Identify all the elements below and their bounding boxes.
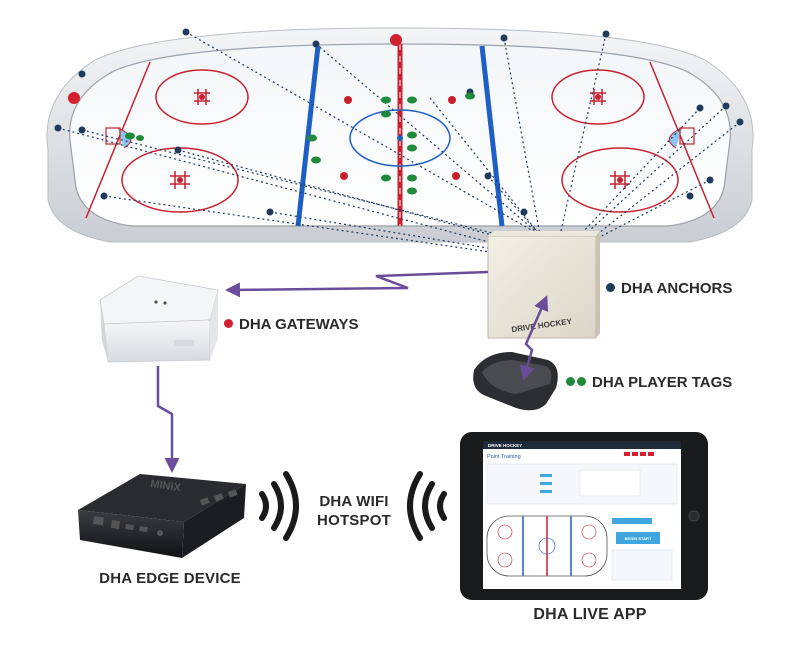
anchor-device: DRIVE HOCKEY — [487, 231, 600, 339]
wifi-label-line1: DHA WIFI — [319, 493, 389, 510]
live-app-label: DHA LIVE APP — [533, 606, 647, 623]
blue-line-right — [479, 45, 505, 227]
app-start-button: BEGIN START — [625, 536, 652, 541]
wifi-signal-icon — [259, 471, 447, 541]
player-tags-label: DHA PLAYER TAGS — [592, 374, 733, 391]
arrow-anchor-to-gateway — [225, 270, 489, 298]
hockey-rink — [46, 27, 754, 253]
tablet-device: DRIVE HOCKEY Point Training BEGIN START — [460, 432, 708, 600]
connection-arrows — [156, 270, 549, 473]
player-tag-dot-icon — [566, 377, 575, 386]
player-tags-legend: DHA PLAYER TAGS — [566, 374, 732, 391]
arrow-gateway-to-edge — [156, 366, 180, 473]
anchors-legend: DHA ANCHORS — [606, 280, 732, 297]
wifi-hotspot-label: DHA WIFI HOTSPOT — [304, 492, 404, 530]
edge-device: MINIX — [78, 474, 246, 558]
app-title: Point Training — [487, 454, 521, 460]
goal-line-right — [649, 61, 715, 219]
player-tag-dot-icon — [577, 377, 586, 386]
edge-brand-text: MINIX — [150, 478, 183, 494]
arrow-tag-anchor — [520, 295, 549, 381]
gateway-dots — [68, 34, 402, 104]
anchors-label: DHA ANCHORS — [621, 280, 733, 297]
gateway-dot-icon — [224, 319, 233, 328]
faceoff-dots — [177, 94, 623, 183]
gateways-legend: DHA GATEWAYS — [224, 316, 358, 333]
gateway-device — [99, 275, 219, 363]
anchor-dots — [54, 28, 744, 216]
player-tag-device — [473, 352, 558, 411]
app-logo: DRIVE HOCKEY — [488, 443, 522, 448]
gateways-label: DHA GATEWAYS — [239, 316, 359, 333]
wifi-label-line2: HOTSPOT — [317, 512, 391, 529]
goal-line-left — [85, 61, 151, 219]
player-tag-dots — [125, 92, 475, 195]
center-circle — [349, 109, 451, 167]
anchor-dot-icon — [606, 283, 615, 292]
edge-device-label: DHA EDGE DEVICE — [99, 570, 241, 587]
